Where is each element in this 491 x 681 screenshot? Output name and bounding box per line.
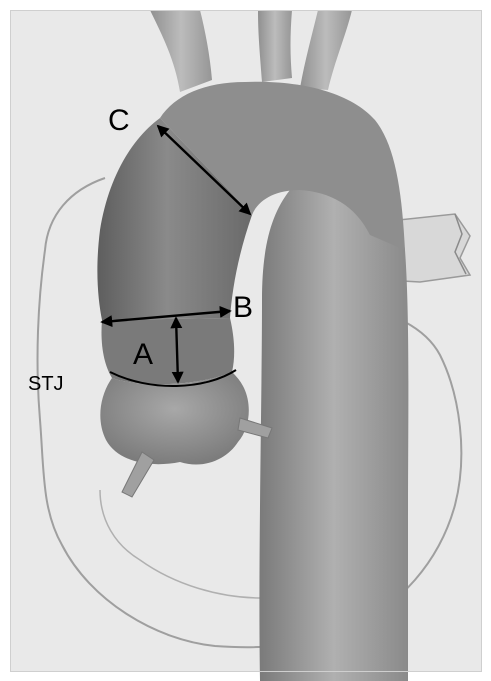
label-a: A [133, 338, 153, 371]
descending-aorta [259, 183, 408, 681]
label-stj: STJ [28, 373, 64, 395]
left-carotid-artery [258, 10, 292, 82]
sinus-segment [101, 318, 234, 384]
label-b: B [233, 291, 253, 324]
label-c: C [108, 104, 130, 137]
